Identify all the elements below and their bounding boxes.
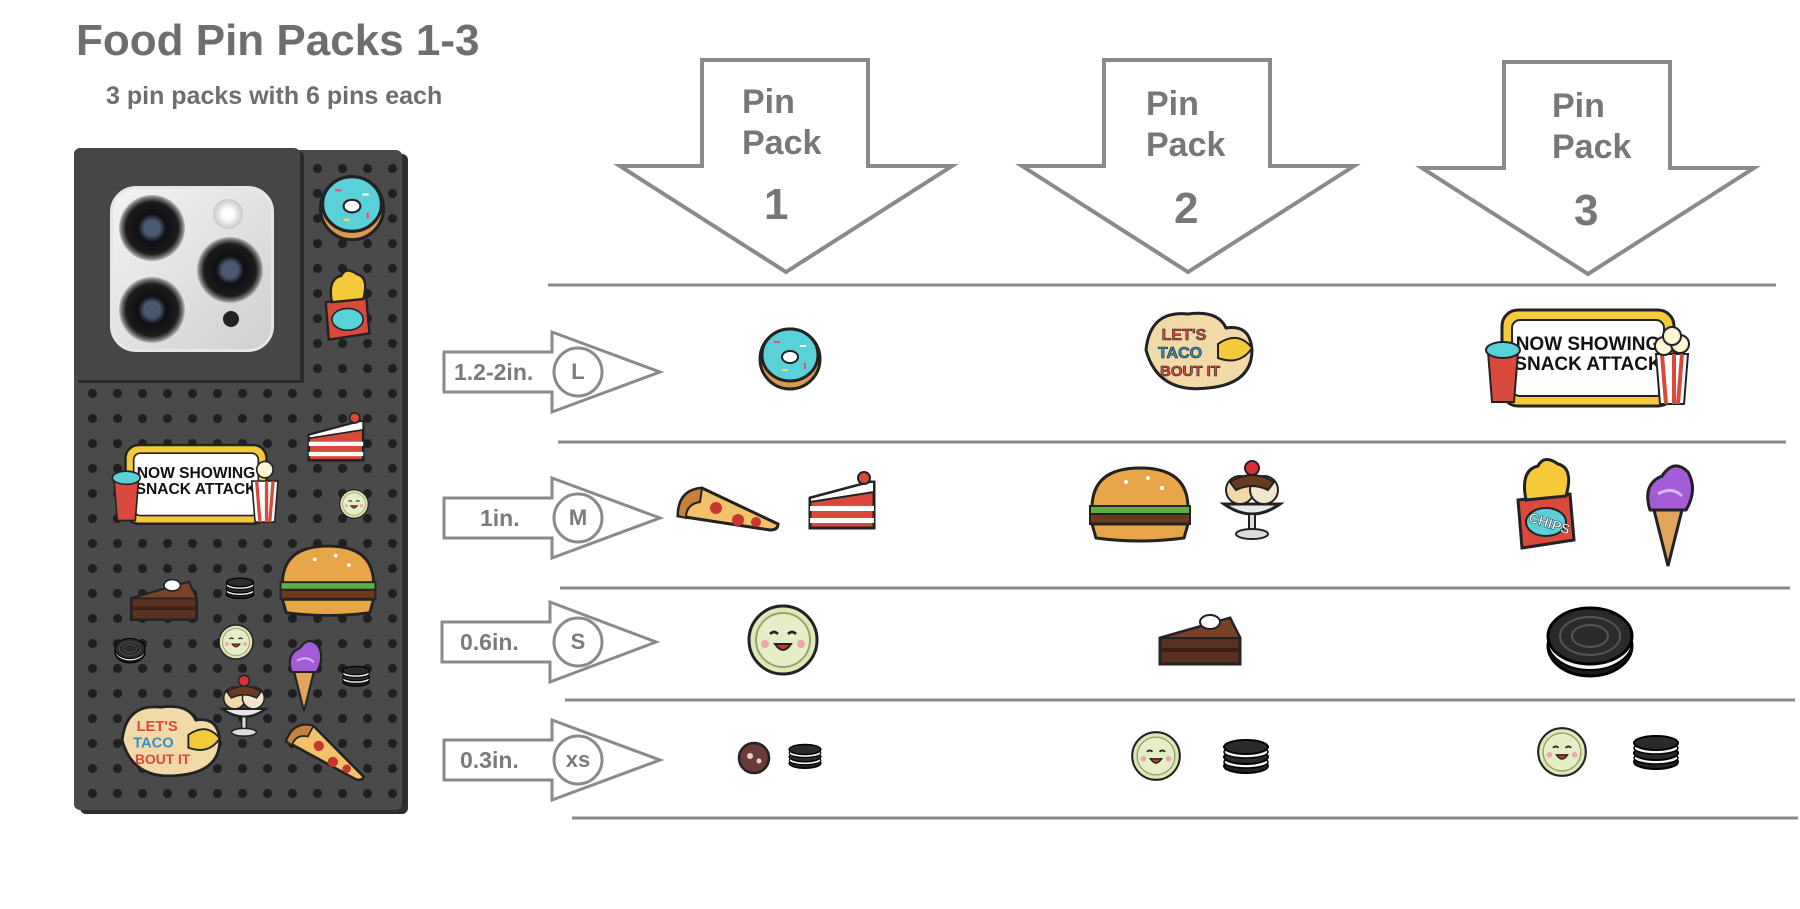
pizza-slice-icon (676, 486, 780, 532)
size-label-xs: 0.3in. (460, 747, 519, 773)
pack-2-number: 2 (1174, 184, 1199, 233)
chips-bag-icon: CHIPS (1516, 457, 1576, 550)
svg-text:NOW SHOWING: NOW SHOWING (1516, 334, 1661, 355)
size-arrow-m (442, 475, 665, 561)
mini-oreo-stack-icon (788, 743, 822, 769)
chocolate-cake-icon (1158, 613, 1242, 666)
pack-arrow-3 (1415, 60, 1761, 277)
pack-arrow-1 (613, 58, 959, 275)
svg-text:BOUT IT: BOUT IT (135, 752, 191, 767)
size-label-m: 1in. (480, 505, 520, 531)
size-label-s: 0.6in. (460, 629, 519, 655)
page-subtitle: 3 pin packs with 6 pins each (106, 82, 443, 110)
pack-3-line2: Pack (1552, 128, 1632, 166)
svg-text:TACO: TACO (1158, 345, 1202, 362)
camera-plate (110, 186, 274, 352)
ice-cream-cone-icon (1646, 464, 1695, 568)
size-code-l: L (571, 359, 585, 384)
pack-1-number: 1 (764, 180, 789, 229)
donut-icon (758, 327, 822, 391)
sundae-icon (1222, 459, 1282, 541)
size-arrow-l (442, 329, 665, 415)
pack-3-number: 3 (1574, 186, 1599, 235)
size-code-xs: xs (565, 747, 591, 772)
phone-pins: NOW SHOWING SNACK ATTACK LET'S TACO BOUT… (111, 175, 386, 783)
svg-text:NOW SHOWING: NOW SHOWING (137, 465, 256, 482)
lens-icon (119, 195, 185, 261)
pack-2-label: Pin Pack (1146, 84, 1225, 166)
svg-text:SNACK ATTACK: SNACK ATTACK (1514, 354, 1662, 375)
mini-smiley-icon (1131, 731, 1181, 781)
page-title: Food Pin Packs 1-3 (76, 16, 480, 65)
svg-text:SNACK ATTACK: SNACK ATTACK (136, 481, 258, 498)
lens-icon (197, 237, 263, 303)
size-circle-m (552, 492, 604, 544)
pack-1-line1: Pin (742, 83, 795, 121)
pack-1-label: Pin Pack (742, 82, 821, 164)
burger-icon (1088, 466, 1192, 543)
mini-cookie-icon (737, 741, 771, 775)
size-circle-l (552, 346, 604, 398)
lens-icon (119, 277, 185, 343)
camera-block (74, 148, 300, 380)
smiley-cookie-icon (747, 604, 819, 676)
svg-text:LET'S: LET'S (1162, 327, 1207, 344)
pack-1-line2: Pack (742, 124, 822, 162)
mini-oreo-stack-icon (1223, 739, 1269, 774)
pack-3-label: Pin Pack (1552, 86, 1631, 168)
size-circle-s (552, 616, 604, 668)
phone-snack-sign-icon: NOW SHOWING SNACK ATTACK (111, 443, 279, 525)
phone-taco-sign-icon: LET'S TACO BOUT IT (120, 705, 222, 778)
cake-slice-icon (808, 470, 876, 530)
mini-smiley-icon (1537, 727, 1587, 777)
mic-icon (223, 311, 239, 327)
flash-icon (213, 199, 243, 229)
taco-sign-icon: LET'S TACO BOUT IT (1144, 311, 1254, 391)
pack-3-line1: Pin (1552, 87, 1605, 125)
pack-arrow-2 (1015, 58, 1361, 275)
size-arrow-xs (442, 717, 665, 803)
svg-text:BOUT IT: BOUT IT (1160, 363, 1220, 380)
size-circle-xs (552, 734, 604, 786)
size-arrow-s (440, 599, 661, 685)
size-label-l: 1.2-2in. (454, 359, 534, 385)
size-code-m: M (568, 505, 588, 530)
oreo-cookie-icon (1546, 606, 1634, 678)
size-code-s: S (570, 629, 586, 654)
svg-text:TACO: TACO (133, 736, 174, 752)
svg-text:LET'S: LET'S (137, 719, 178, 735)
pack-2-line2: Pack (1146, 126, 1226, 164)
mini-oreo-stack-icon (1633, 735, 1679, 770)
snack-attack-sign-icon: NOW SHOWING SNACK ATTACK (1485, 308, 1690, 408)
pack-2-line1: Pin (1146, 85, 1199, 123)
